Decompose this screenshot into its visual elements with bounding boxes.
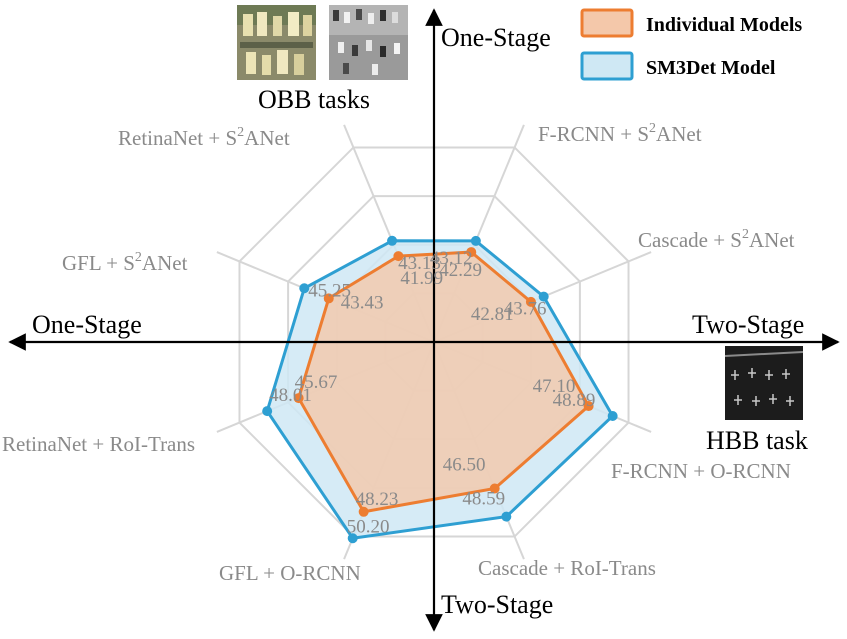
data-points (262, 235, 618, 544)
individual-value-label: 42.29 (439, 260, 482, 281)
legend-swatch-sm3det (580, 51, 634, 81)
sm3det-value-label: 48.01 (269, 385, 312, 406)
individual-value-label: 46.50 (443, 455, 486, 476)
category-label: RetinaNet + S2ANet (118, 125, 290, 150)
sm3det-point (501, 511, 512, 522)
individual-value-label: 43.43 (341, 292, 384, 313)
obb-tasks-label: OBB tasks (258, 85, 370, 114)
individual-point (358, 506, 369, 517)
sm3det-value-label: 50.20 (347, 516, 390, 537)
hbb-task-label: HBB task (706, 426, 808, 455)
category-label: RetinaNet + RoI-Trans (2, 432, 195, 456)
individual-point (525, 296, 536, 307)
sm3det-value-label: 48.59 (462, 489, 505, 510)
sm3det-value-label: 48.89 (553, 390, 596, 411)
individual-point (323, 293, 334, 304)
individual-value-label: 41.99 (400, 268, 443, 289)
obb-thumbnail-1 (237, 5, 316, 80)
axis-left-label: One-Stage (32, 310, 142, 339)
individual-value-label: 45.67 (295, 372, 338, 393)
obb-thumbnail-2 (329, 5, 408, 80)
sm3det-value-label: 45.25 (308, 280, 351, 301)
sm3det-point (387, 235, 398, 246)
legend-label-sm3det: SM3Det Model (646, 57, 776, 79)
individual-point (466, 247, 477, 258)
axis-top-label: One-Stage (441, 23, 551, 52)
sm3det-value-label: 43.12 (430, 248, 473, 269)
legend-swatch-individual (580, 8, 634, 38)
category-label: GFL + O-RCNN (219, 561, 361, 585)
sm3det-point (538, 291, 549, 302)
hbb-thumbnail (724, 346, 804, 420)
axis-bottom-label: Two-Stage (441, 590, 553, 619)
axis-right-label: Two-Stage (692, 310, 804, 339)
individual-value-label: 48.23 (356, 489, 399, 510)
category-label: F-RCNN + O-RCNN (611, 459, 791, 483)
sm3det-value-label: 43.76 (504, 299, 547, 320)
category-label: Cascade + RoI-Trans (478, 556, 656, 580)
value-labels: 43.12 43.76 48.89 48.59 50.20 48.01 45.25 43.13… (269, 248, 595, 537)
sm3det-point (262, 406, 273, 417)
category-label: GFL + S2ANet (62, 250, 188, 275)
sm3det-point (470, 235, 481, 246)
individual-point (293, 393, 304, 404)
legend: Individual Models SM3Det Model (580, 8, 802, 81)
sm3det-point (347, 533, 358, 544)
individual-value-label: 42.81 (471, 304, 514, 325)
individual-point (393, 251, 404, 262)
category-label: Cascade + S2ANet (638, 227, 795, 252)
category-label: F-RCNN + S2ANet (538, 121, 702, 146)
individual-point (489, 483, 500, 494)
sm3det-point (607, 410, 618, 421)
individual-value-label: 47.10 (533, 376, 576, 397)
sm3det-point (299, 283, 310, 294)
individual-point (583, 401, 594, 412)
sm3det-value-label: 43.13 (398, 253, 441, 274)
legend-label-individual: Individual Models (646, 14, 802, 36)
